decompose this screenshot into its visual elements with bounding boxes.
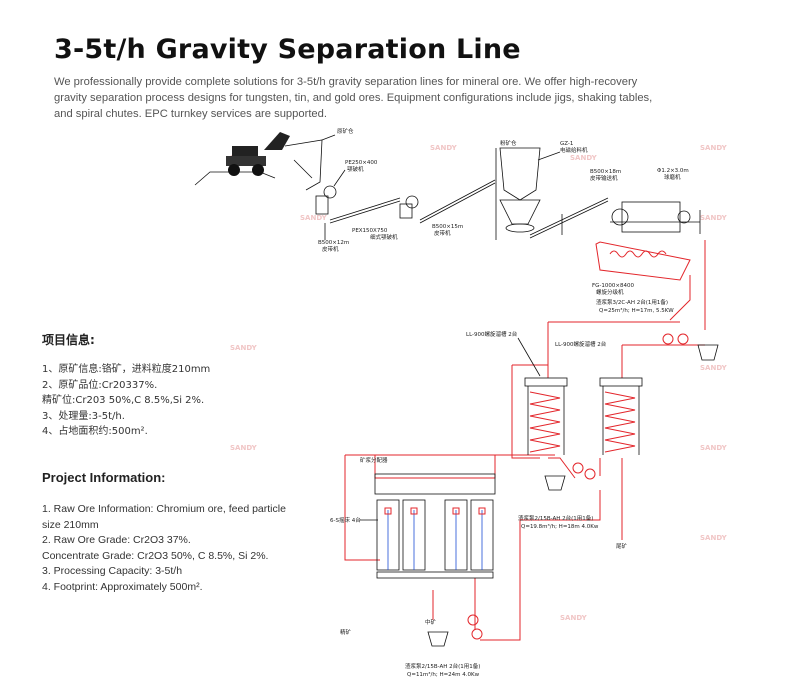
- fine-jaw-crusher: PEX150X750 细式颚破机: [352, 195, 419, 241]
- list-item: 3、处理量:3-5t/h.: [42, 410, 125, 422]
- svg-text:皮带输送机: 皮带输送机: [590, 174, 618, 182]
- list-item: 1. Raw Ore Information: Chromium ore, fe…: [42, 503, 286, 531]
- intro-paragraph: We professionally provide complete solut…: [54, 76, 653, 120]
- slurry-pump-2: 渣浆泵2/15B-AH 2台(1用1备) Q=19.8m³/h; H=18m 4…: [518, 462, 628, 550]
- svg-text:粉矿仓: 粉矿仓: [500, 139, 517, 147]
- svg-text:SANDY: SANDY: [570, 154, 598, 162]
- cn-project-info-list: 1、原矿信息:铬矿，进料粒度210mm 2、原矿品位:Cr20337%. 精矿位…: [42, 362, 210, 440]
- svg-text:Q=25m³/h; H=17m, 5.5KW: Q=25m³/h; H=17m, 5.5KW: [599, 307, 674, 314]
- svg-text:SANDY: SANDY: [560, 614, 588, 622]
- svg-text:尾矿: 尾矿: [616, 542, 628, 550]
- svg-text:Φ1.2×3.0m: Φ1.2×3.0m: [657, 168, 689, 174]
- svg-text:6-S摇床 4台: 6-S摇床 4台: [330, 516, 361, 524]
- svg-text:SANDY: SANDY: [700, 144, 728, 152]
- slurry-pump-3: 渣浆泵2/15B-AH 2台(1用1备) Q=11m³/h; H=24m 4.0…: [405, 614, 483, 678]
- svg-text:球磨机: 球磨机: [664, 173, 681, 181]
- svg-text:电磁给料机: 电磁给料机: [560, 146, 588, 154]
- shaking-tables: 矿浆分配器 6-S摇床 4台 精矿 中矿: [330, 456, 496, 636]
- svg-text:SANDY: SANDY: [700, 364, 728, 372]
- svg-text:细式颚破机: 细式颚破机: [370, 233, 398, 241]
- svg-text:SANDY: SANDY: [700, 534, 728, 542]
- list-item: 4、占地面积约:500m².: [42, 426, 148, 438]
- list-item: 4. Footprint: Approximately 500m².: [42, 580, 203, 593]
- list-item: 2. Raw Ore Grade: Cr2O3 37%.: [42, 534, 191, 547]
- list-item: Concentrate Grade: Cr2O3 50%, C 8.5%, Si…: [42, 549, 269, 562]
- svg-text:原矿仓: 原矿仓: [337, 127, 354, 135]
- belt-conveyor-1: B500×12m 皮带机: [318, 197, 401, 253]
- svg-text:渣浆泵2/15B-AH 2台(1用1备): 渣浆泵2/15B-AH 2台(1用1备): [405, 662, 480, 670]
- svg-text:SANDY: SANDY: [700, 444, 728, 452]
- spiral-classifier: FG-1000×8400 螺旋分级机: [592, 241, 691, 296]
- svg-text:LL-900螺旋溜槽 2台: LL-900螺旋溜槽 2台: [555, 340, 607, 348]
- svg-text:B500×18m: B500×18m: [590, 169, 621, 175]
- svg-text:FG-1000×8400: FG-1000×8400: [592, 283, 635, 289]
- process-flow-diagram: SANDY SANDY SANDY SANDY SANDY SANDY SAND…: [194, 127, 728, 678]
- en-project-info-heading: Project Information:: [42, 470, 166, 485]
- svg-text:渣浆泵2/15B-AH 2台(1用1备): 渣浆泵2/15B-AH 2台(1用1备): [518, 514, 593, 522]
- svg-text:SANDY: SANDY: [300, 214, 328, 222]
- svg-text:LL-900螺旋溜槽 2台: LL-900螺旋溜槽 2台: [466, 330, 518, 338]
- list-item: 1、原矿信息:铬矿，进料粒度210mm: [42, 364, 211, 375]
- en-project-info-list: 1. Raw Ore Information: Chromium ore, fe…: [42, 502, 297, 596]
- svg-text:皮带机: 皮带机: [322, 245, 339, 253]
- slurry-flow-lines: [344, 240, 706, 641]
- svg-text:中矿: 中矿: [425, 618, 437, 626]
- belt-conveyor-3: B500×18m 皮带输送机: [529, 169, 621, 239]
- slurry-pump-1: 渣浆泵3/2C-AH 2台(1用1备) Q=25m³/h; H=17m, 5.5…: [596, 298, 719, 361]
- raw-ore-bin: 原矿仓 PE250×400 颚破机: [284, 127, 378, 215]
- svg-text:B500×12m: B500×12m: [318, 240, 349, 246]
- svg-text:皮带机: 皮带机: [434, 229, 451, 237]
- spiral-chute-2: LL-900螺旋溜槽 2台: [555, 340, 643, 455]
- svg-text:Q=19.8m³/h; H=18m 4.0Kw: Q=19.8m³/h; H=18m 4.0Kw: [521, 523, 599, 530]
- spiral-chute-1: LL-900螺旋溜槽 2台: [466, 330, 568, 455]
- svg-text:GZ-1: GZ-1: [560, 141, 573, 147]
- watermark: SANDY SANDY SANDY SANDY SANDY SANDY SAND…: [230, 144, 728, 622]
- svg-text:渣浆泵3/2C-AH 2台(1用1备): 渣浆泵3/2C-AH 2台(1用1备): [596, 298, 668, 306]
- list-item: 3. Processing Capacity: 3-5t/h: [42, 565, 183, 578]
- list-item: 2、原矿品位:Cr20337%.: [42, 379, 158, 391]
- cn-project-info-heading: 项目信息:: [42, 333, 95, 347]
- svg-text:B500×15m: B500×15m: [432, 224, 463, 230]
- svg-text:SANDY: SANDY: [230, 444, 258, 452]
- svg-text:SANDY: SANDY: [430, 144, 458, 152]
- svg-text:螺旋分级机: 螺旋分级机: [596, 288, 624, 296]
- svg-text:PEX150X750: PEX150X750: [352, 228, 388, 234]
- page-title: 3-5t/h Gravity Separation Line: [54, 34, 521, 65]
- svg-text:矿浆分配器: 矿浆分配器: [360, 456, 388, 464]
- loader-icon: [194, 132, 290, 186]
- svg-text:SANDY: SANDY: [700, 214, 728, 222]
- svg-text:SANDY: SANDY: [230, 344, 258, 352]
- belt-conveyor-2: B500×15m 皮带机: [419, 179, 496, 237]
- ball-mill: Φ1.2×3.0m 球磨机: [610, 168, 701, 234]
- list-item: 精矿位:Cr203 50%,C 8.5%,Si 2%.: [42, 395, 205, 407]
- svg-text:PE250×400: PE250×400: [345, 160, 378, 166]
- svg-text:颚破机: 颚破机: [347, 165, 364, 173]
- svg-text:精矿: 精矿: [340, 628, 352, 636]
- svg-text:Q=11m³/h; H=24m 4.0Kw: Q=11m³/h; H=24m 4.0Kw: [407, 671, 480, 678]
- fine-ore-bin: 粉矿仓 GZ-1 电磁给料机: [495, 139, 588, 240]
